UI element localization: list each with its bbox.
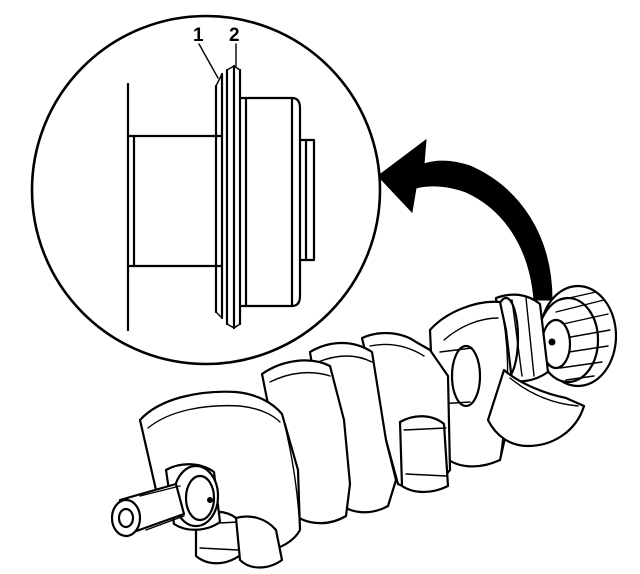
- curved-callout-arrow-icon: [377, 138, 553, 301]
- rear-flange: [536, 284, 618, 388]
- detail-magnifier-circle-icon: [30, 14, 382, 366]
- crankshaft-icon: [110, 284, 618, 569]
- callout-label-2: 2: [229, 25, 240, 46]
- front-snout: [110, 463, 222, 538]
- callout-label-1: 1: [193, 25, 204, 46]
- rod-journal-rear: [437, 344, 586, 448]
